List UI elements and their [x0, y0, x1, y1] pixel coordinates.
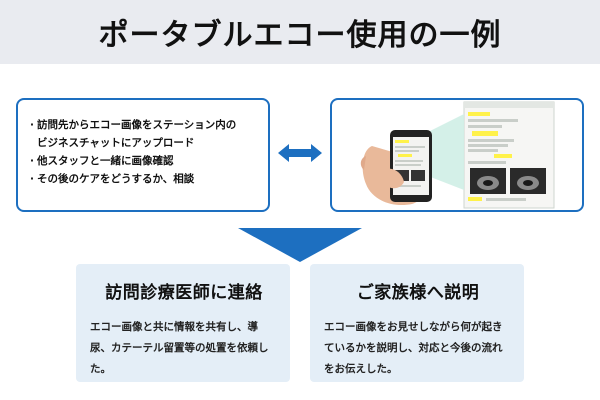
list-item: その後のケアをどうするか、相談 — [30, 170, 258, 188]
list-item-text: 訪問先からエコー画像をステーション内の — [37, 119, 237, 131]
page-title: ポータブルエコー使用の一例 — [98, 18, 502, 53]
list-item-text-cont: ビジネスチャットにアップロード — [37, 137, 195, 149]
card-body: エコー画像をお見せしながら何が起きているかを説明し、対応と今後の流れをお伝えした… — [324, 321, 503, 375]
info-box: 訪問先からエコー画像をステーション内の ビジネスチャットにアップロード 他スタッ… — [16, 98, 270, 212]
left-right-arrow-icon — [278, 144, 322, 162]
chat-screenshot — [463, 101, 555, 209]
list-item-text: 他スタッフと一緒に画像確認 — [37, 155, 174, 167]
card-heading: 訪問診療医師に連絡 — [105, 283, 263, 303]
title-band: ポータブルエコー使用の一例 — [0, 0, 600, 64]
list-item: 訪問先からエコー画像をステーション内の ビジネスチャットにアップロード — [30, 116, 258, 152]
down-triangle-icon — [238, 228, 362, 262]
card-heading: ご家族様へ説明 — [356, 283, 480, 303]
info-list: 訪問先からエコー画像をステーション内の ビジネスチャットにアップロード 他スタッ… — [30, 116, 258, 188]
list-item: 他スタッフと一緒に画像確認 — [30, 152, 258, 170]
card-family: ご家族様へ説明 エコー画像をお見せしながら何が起きているかを説明し、対応と今後の… — [310, 264, 524, 382]
smartphone — [390, 130, 432, 202]
phone-chat-illustration — [360, 101, 555, 209]
list-item-text: その後のケアをどうするか、相談 — [37, 173, 195, 185]
card-doctor: 訪問診療医師に連絡 エコー画像と共に情報を共有し、導尿、カテーテル留置等の処置を… — [76, 264, 290, 382]
card-body: エコー画像と共に情報を共有し、導尿、カテーテル留置等の処置を依頼した。 — [90, 321, 269, 375]
chat-photo-box — [330, 98, 584, 212]
